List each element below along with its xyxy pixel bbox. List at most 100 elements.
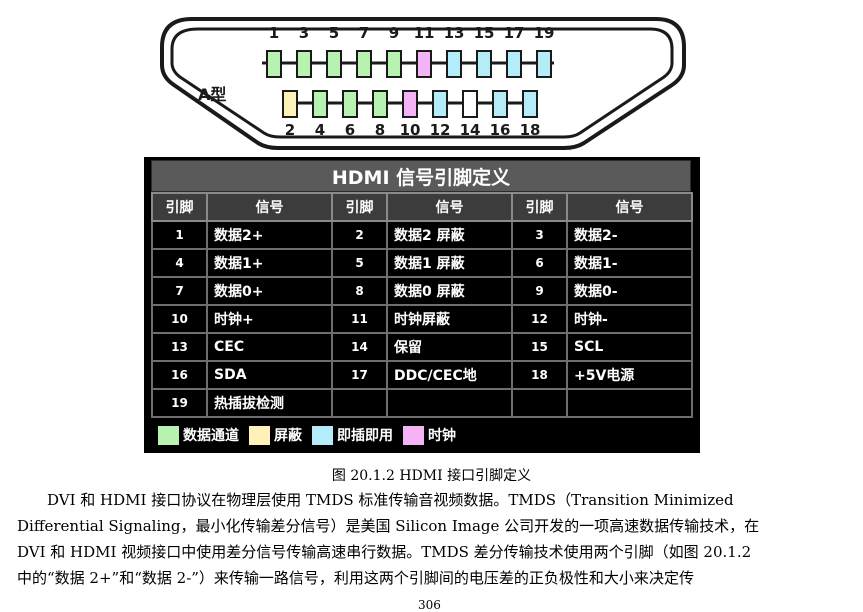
legend-item-shield: 屏蔽 [249,425,302,445]
color-legend: 数据通道 屏蔽 即插即用 时钟 [158,423,466,447]
pin-number-cell: 18 [511,360,568,390]
table-title: HDMI 信号引脚定义 [151,160,691,192]
pin-number-label: 19 [534,24,555,42]
pin-number-cell: 1 [151,220,208,250]
signal-name-cell: 时钟+ [206,304,333,334]
connector-pin [476,50,492,78]
pin-number-label: 3 [299,24,309,42]
pin-number-label: 14 [460,121,481,139]
pin-number-label: 12 [430,121,451,139]
signal-name-cell: +5V电源 [566,360,693,390]
connector-pin [372,90,388,118]
pin-number-label: 15 [474,24,495,42]
signal-name-cell: 数据0+ [206,276,333,306]
legend-swatch [403,425,424,445]
legend-swatch [158,425,179,445]
connector-pin [342,90,358,118]
signal-name-cell: 数据1 屏蔽 [386,248,513,278]
signal-name-cell: 数据2 屏蔽 [386,220,513,250]
connector-outline-inner [170,27,674,139]
pin-number-label: 4 [315,121,325,139]
paragraph-line-2: Differential Signaling，最小化传输差分信号）是美国 Sil… [17,517,760,535]
pin-number-cell: 16 [151,360,208,390]
pin-number-cell: 11 [331,304,388,334]
connector-pin [386,50,402,78]
paragraph-line-4: 中的“数据 2+”和“数据 2-”）来传输一路信号，利用这两个引脚间的电压差的正… [17,569,694,587]
signal-name-cell: DDC/CEC地 [386,360,513,390]
header-pin-1: 引脚 [151,192,208,222]
pin-number-label: 9 [389,24,399,42]
paragraph-line-3: DVI 和 HDMI 视频接口中使用差分信号传输高速串行数据。TMDS 差分传输… [17,543,752,561]
pin-number-cell: 9 [511,276,568,306]
connector-pin [356,50,372,78]
pin-number-label: 5 [329,24,339,42]
pin-number-label: 10 [400,121,421,139]
signal-name-cell: 时钟- [566,304,693,334]
pin-number-label: 2 [285,121,295,139]
connector-pin [266,50,282,78]
pin-number-cell: 7 [151,276,208,306]
signal-name-cell: 数据2- [566,220,693,250]
legend-swatch [312,425,333,445]
signal-name-cell: CEC [206,332,333,362]
paragraph-line-1: DVI 和 HDMI 接口协议在物理层使用 TMDS 标准传输音视频数据。TMD… [17,491,734,509]
legend-label: 屏蔽 [274,428,302,444]
legend-item-hotplug: 即插即用 [312,425,393,445]
figure-caption: 图 20.1.2 HDMI 接口引脚定义 [331,468,532,484]
signal-name-cell: 时钟屏蔽 [386,304,513,334]
signal-name-cell: 热插拔检测 [206,388,333,418]
pin-number-cell: 6 [511,248,568,278]
pin-number-cell: 5 [331,248,388,278]
signal-name-cell [386,388,513,418]
connector-pin [492,90,508,118]
connector-pin [446,50,462,78]
pin-number-label: 16 [490,121,511,139]
header-pin-3: 引脚 [511,192,568,222]
signal-name-cell: 数据0- [566,276,693,306]
pin-number-cell: 3 [511,220,568,250]
pin-number-label: 13 [444,24,465,42]
signal-name-cell: 保留 [386,332,513,362]
pin-number-label: 7 [359,24,369,42]
pin-number-cell: 19 [151,388,208,418]
pin-number-label: 6 [345,121,355,139]
connector-pin [462,90,478,118]
connector-background [144,7,700,157]
header-signal-3: 信号 [566,192,693,222]
connector-pin [536,50,552,78]
signal-name-cell [566,388,693,418]
legend-label: 数据通道 [183,428,239,444]
table-header-row: 引脚 信号 引脚 信号 引脚 信号 [151,192,693,222]
signal-name-cell: SCL [566,332,693,362]
connector-pin [432,90,448,118]
connector-outline-outer [160,17,686,150]
pin-number-cell: 15 [511,332,568,362]
page-number: 306 [418,598,441,612]
header-signal-2: 信号 [386,192,513,222]
legend-swatch [249,425,270,445]
legend-item-data: 数据通道 [158,425,239,445]
pin-number-cell: 8 [331,276,388,306]
pin-number-label: 17 [504,24,525,42]
pin-number-cell: 2 [331,220,388,250]
signal-name-cell: 数据2+ [206,220,333,250]
connector-pin [522,90,538,118]
pin-number-cell: 14 [331,332,388,362]
signal-name-cell: 数据1+ [206,248,333,278]
signal-name-cell: 数据0 屏蔽 [386,276,513,306]
signal-name-cell: 数据1- [566,248,693,278]
connector-pin [416,50,432,78]
legend-item-clock: 时钟 [403,425,456,445]
signal-name-cell: SDA [206,360,333,390]
connector-pin [402,90,418,118]
pin-number-label: 1 [269,24,279,42]
